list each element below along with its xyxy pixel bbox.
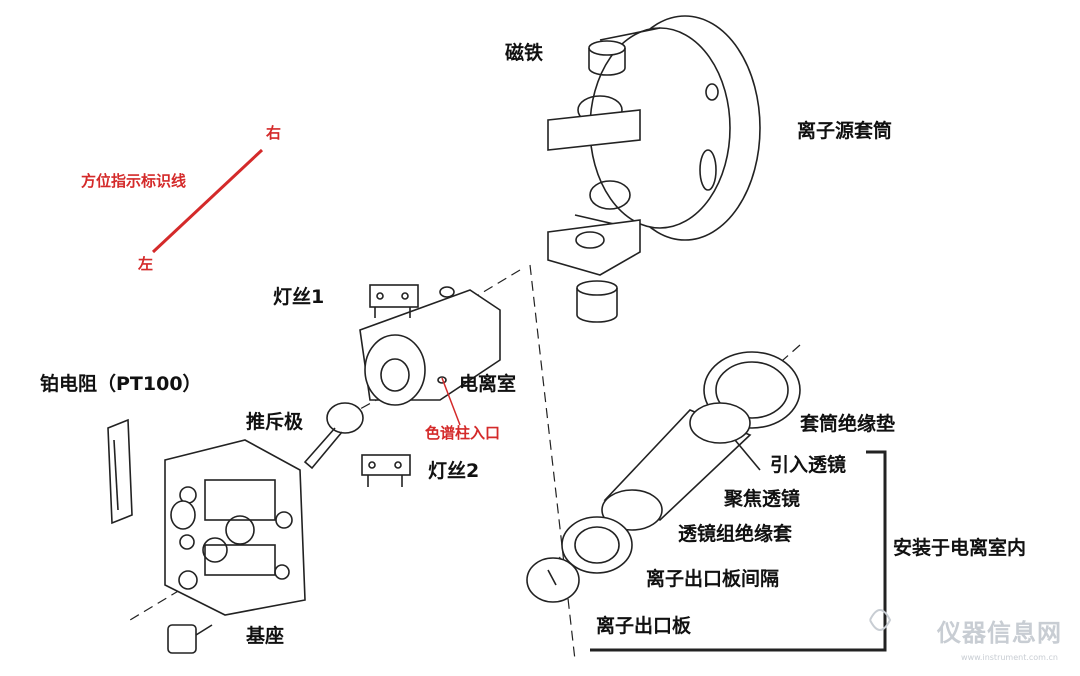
label-platinum-resistor: 铂电阻（PT100）: [40, 373, 202, 395]
filament-2: [361, 454, 411, 487]
label-repeller: 推斥极: [246, 411, 304, 433]
label-focusing-lens: 聚焦透镜: [724, 488, 801, 510]
ion-exit-plate: [526, 557, 580, 603]
watermark-url: www.instrument.com.cn: [961, 653, 1058, 662]
label-magnet: 磁铁: [505, 42, 544, 64]
orientation-line: [151, 148, 264, 254]
watermark-text: 仪器信息网: [937, 619, 1062, 647]
repeller: [303, 402, 364, 470]
label-extraction-lens: 引入透镜: [770, 454, 847, 476]
lens-insulating-sleeve: [561, 516, 633, 574]
magnet-top: [588, 40, 626, 76]
filament-1: [369, 284, 419, 318]
label-lens-insulating-sleeve: 透镜组绝缘套: [678, 523, 793, 545]
label-orientation-line: 方位指示标识线: [81, 172, 187, 190]
ionization-chamber: [359, 286, 501, 406]
label-ion-source-sleeve: 离子源套筒: [797, 120, 893, 142]
label-base: 基座: [246, 625, 285, 647]
magnet-bottom: [576, 280, 618, 323]
label-ion-exit-plate: 离子出口板: [596, 615, 692, 637]
column-inlet-leader: [441, 377, 461, 426]
label-right: 右: [266, 124, 282, 142]
platinum-resistor: [107, 418, 133, 525]
ion-source-sleeve: [547, 15, 761, 276]
label-sleeve-insulating-pad: 套筒绝缘垫: [800, 413, 896, 435]
lens-assembly: [601, 402, 761, 531]
watermark-logo: [869, 609, 892, 631]
label-filament-1: 灯丝1: [273, 286, 325, 308]
label-column-inlet: 色谱柱入口: [425, 424, 501, 442]
installed-bracket: [590, 450, 887, 652]
base: [164, 439, 306, 616]
label-installed-in-chamber: 安装于电离室内: [893, 537, 1027, 559]
label-ion-exit-spacer: 离子出口板间隔: [646, 568, 780, 590]
base-screw: [167, 624, 213, 654]
label-left: 左: [138, 255, 154, 273]
label-filament-2: 灯丝2: [428, 460, 480, 482]
label-ionization-chamber: 电离室: [459, 373, 517, 395]
